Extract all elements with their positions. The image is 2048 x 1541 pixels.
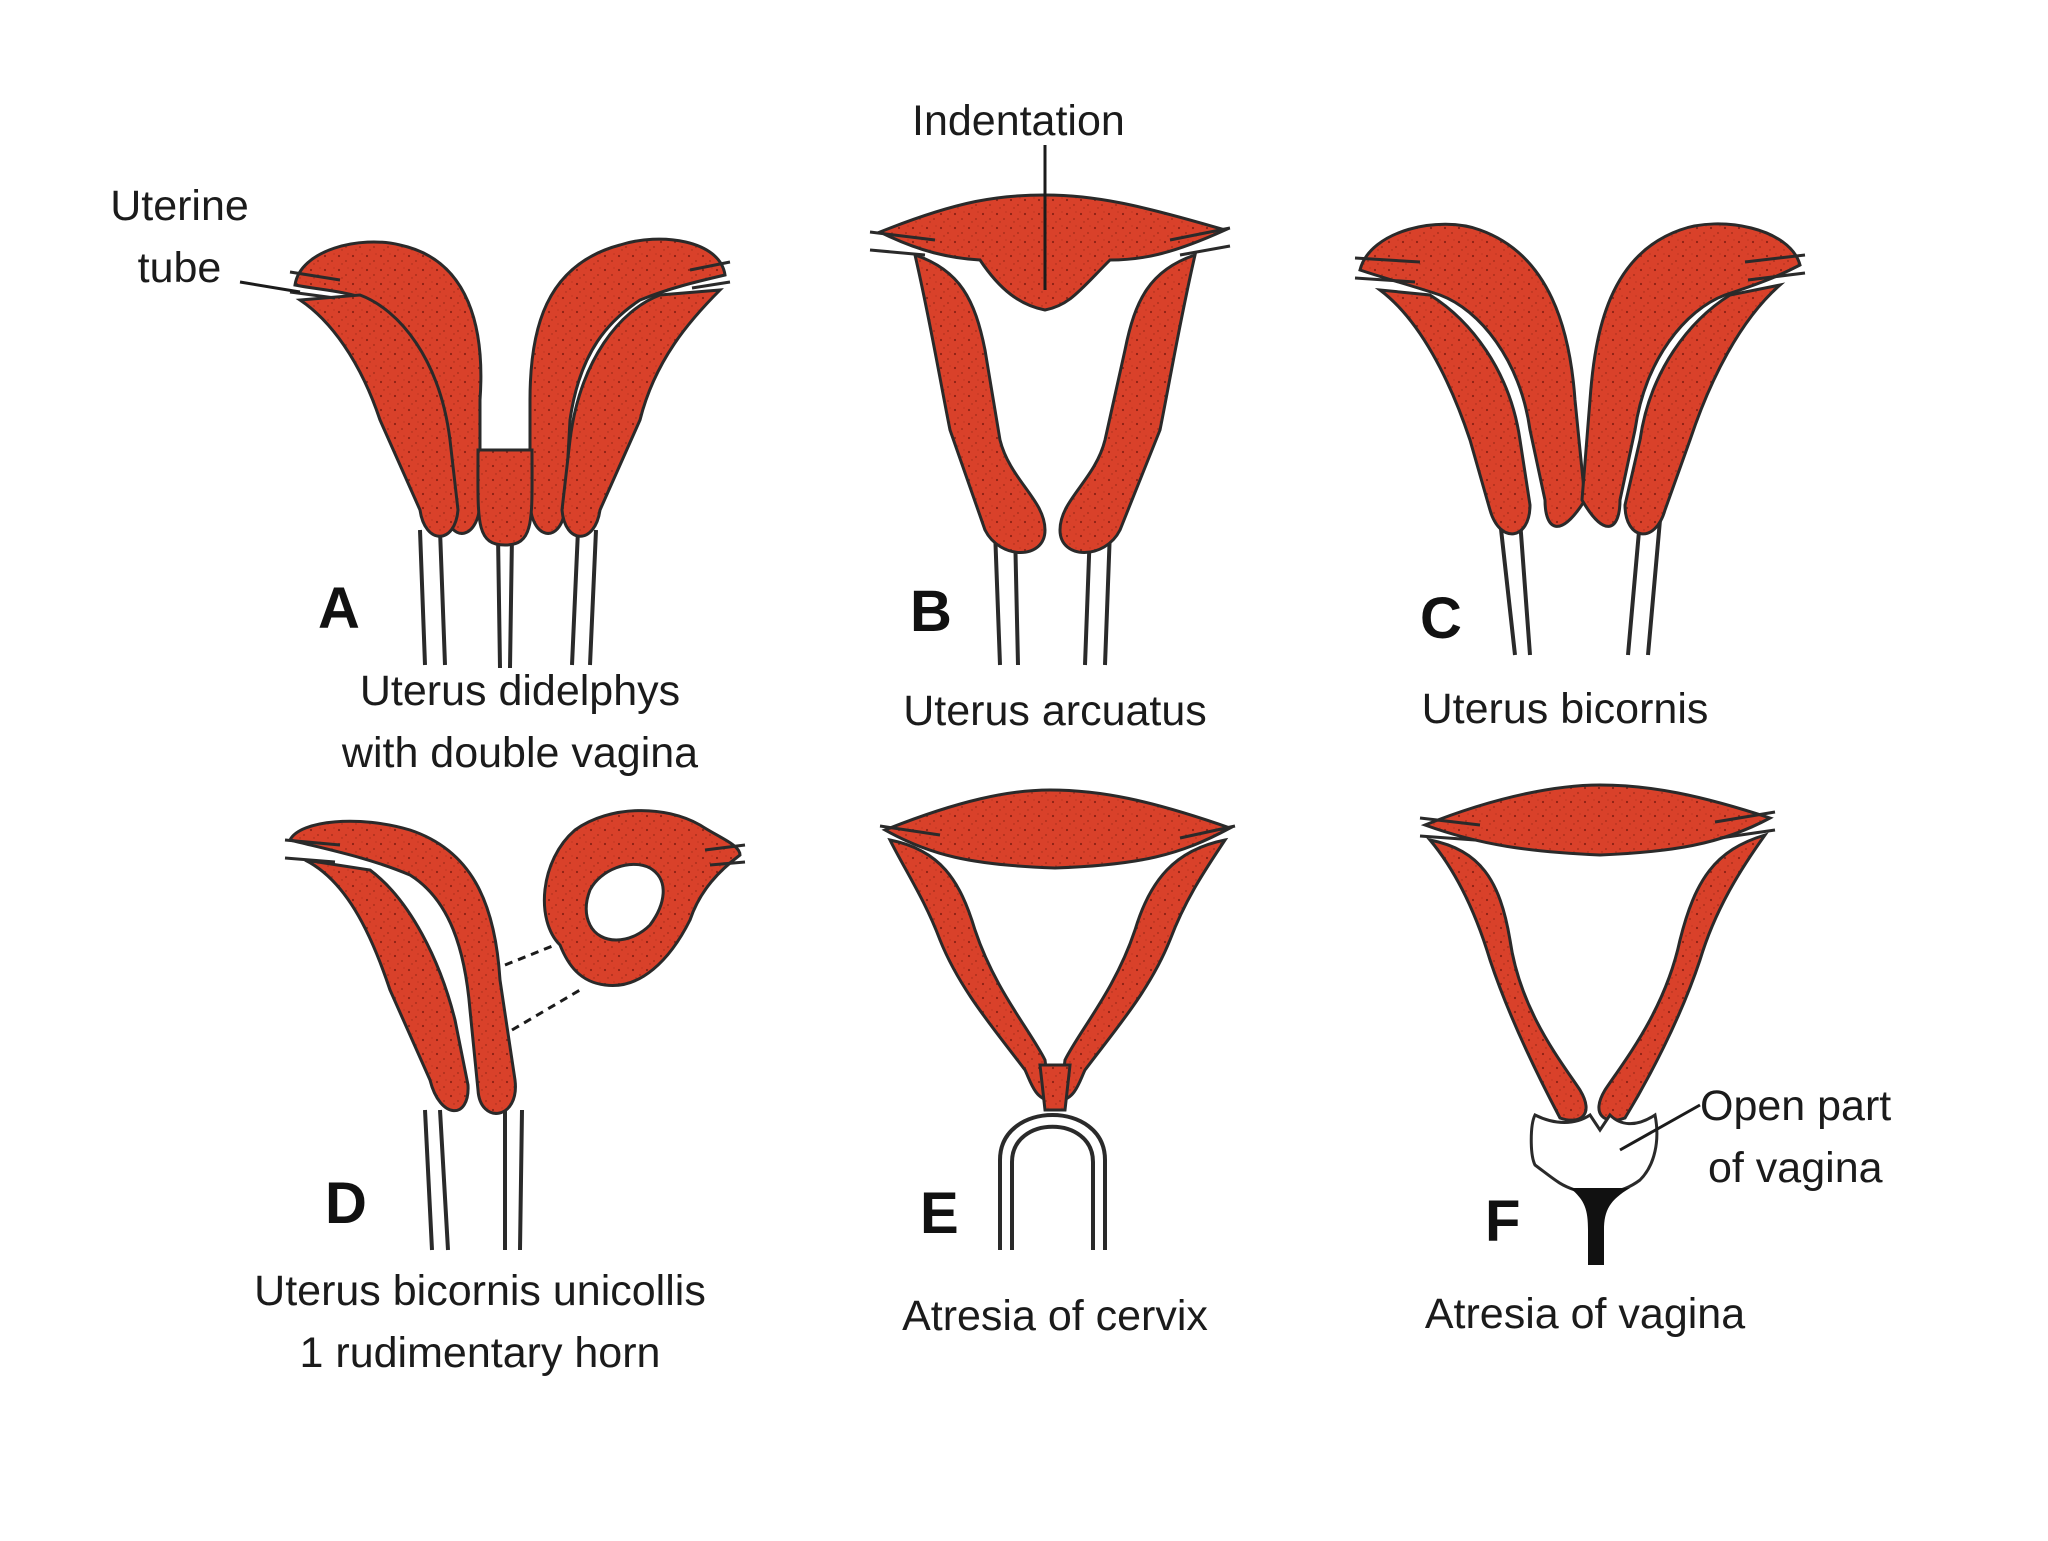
panel-a-caption-line-2: with double vagina: [341, 729, 699, 777]
panel-d-caption-line-2: 1 rudimentary horn: [299, 1329, 661, 1377]
panel-c-letter: C: [1420, 586, 1462, 651]
panel-a-drawing: [239, 237, 731, 669]
panel-e-letter: E: [920, 1181, 959, 1246]
uterus-limb-left-e: [887, 837, 1052, 1102]
panel-f-caption: Atresia of vagina: [1370, 1283, 1800, 1345]
uterus-limb-right-e: [1058, 837, 1229, 1102]
uterus-horn-d: [287, 819, 517, 1115]
panel-c-caption-line-1: Uterus bicornis: [1421, 685, 1709, 733]
indentation-label: Indentation: [912, 97, 1125, 145]
panel-e-caption: Atresia of cervix: [840, 1285, 1270, 1347]
uterus-horn-right-c: [1580, 222, 1802, 528]
panel-a-caption: Uterus didelphys with double vagina: [280, 660, 760, 784]
fundus-f: [1420, 783, 1774, 857]
open-part-label-line-2: of vagina: [1708, 1144, 1883, 1192]
atretic-vagina-f: [1570, 1188, 1630, 1265]
panel-c-drawing: [1354, 222, 1806, 656]
panel-d-drawing: [284, 809, 746, 1251]
open-part-label-line-1: Open part: [1700, 1082, 1892, 1130]
uterus-horn-right-c-lower: [1623, 282, 1786, 536]
panel-e-caption-line-1: Atresia of cervix: [902, 1292, 1208, 1340]
open-part-of-vagina-label: Open part of vagina: [1700, 1075, 1891, 1199]
cervix-a: [476, 448, 534, 547]
panel-d-caption: Uterus bicornis unicollis 1 rudimentary …: [180, 1260, 780, 1384]
open-part-callout-line: [1619, 1103, 1701, 1152]
panel-b-letter: B: [910, 579, 952, 644]
vagina-left-c: [1498, 519, 1532, 656]
uterine-tube-left-f: [1419, 816, 1481, 842]
uterine-tube-left-b: [869, 230, 936, 257]
uterine-tube-right-e: [1179, 824, 1236, 840]
uterine-tube-right-d: [704, 843, 746, 867]
uterus-horn-right-a: [528, 237, 727, 535]
rudimentary-horn-connection-d: [504, 943, 581, 1032]
uterine-tube-left-e: [879, 824, 941, 837]
uterus-limb-left-f: [1426, 837, 1588, 1122]
open-vagina-f: [1529, 1112, 1659, 1195]
vagina-right-c: [1626, 519, 1662, 656]
panel-e-drawing: [879, 788, 1236, 1250]
atretic-cervix-e: [1038, 1063, 1072, 1112]
panel-a-letter: A: [318, 576, 360, 641]
uterine-tube-left-c: [1354, 256, 1421, 284]
uterus-limb-right-b: [1058, 252, 1198, 554]
uterine-tube-right-a: [689, 260, 731, 290]
uterine-tube-right-c: [1744, 253, 1806, 282]
vagina-left-a: [418, 529, 447, 666]
panel-c-caption: Uterus bicornis: [1360, 678, 1770, 740]
panel-f-drawing: [1419, 783, 1776, 1265]
uterus-horn-right-a-lower: [560, 288, 724, 538]
panel-a-caption-line-1: Uterus didelphys: [359, 667, 681, 715]
uterus-horn-d-lower: [304, 858, 470, 1113]
vagina-d: [423, 1109, 524, 1251]
uterine-tube-left-d: [284, 838, 341, 864]
uterine-tube-right-f: [1714, 810, 1776, 840]
uterine-tube-label-line-1: Uterine: [110, 182, 249, 230]
uterus-limb-right-f: [1597, 832, 1769, 1122]
panel-b-caption: Uterus arcuatus: [840, 680, 1270, 742]
uterine-tube-right-b: [1169, 226, 1231, 257]
fundus-e: [881, 788, 1234, 870]
panel-f-letter: F: [1485, 1189, 1521, 1254]
panel-b-caption-line-1: Uterus arcuatus: [903, 687, 1207, 735]
uterus-horn-left-c-lower: [1374, 287, 1532, 536]
panel-d-caption-line-1: Uterus bicornis unicollis: [254, 1267, 706, 1315]
rudimentary-horn-d: [542, 809, 742, 988]
panel-f-caption-line-1: Atresia of vagina: [1424, 1290, 1746, 1338]
uterus-horn-left-a-lower: [295, 293, 460, 538]
vagina-middle-a: [496, 534, 514, 669]
uterine-tube-label: Uterine tube: [92, 175, 267, 299]
panel-b-drawing: [869, 145, 1231, 666]
panel-d-letter: D: [325, 1171, 367, 1236]
uterine-tube-callout-line: [239, 280, 301, 294]
uterus-limb-left-b: [912, 252, 1047, 554]
uterus-horn-left-c: [1358, 222, 1587, 528]
fundus-b: [876, 193, 1230, 312]
vagina-right-a: [570, 529, 598, 666]
vagina-e: [998, 1113, 1107, 1250]
uterine-tube-label-line-2: tube: [137, 244, 222, 292]
